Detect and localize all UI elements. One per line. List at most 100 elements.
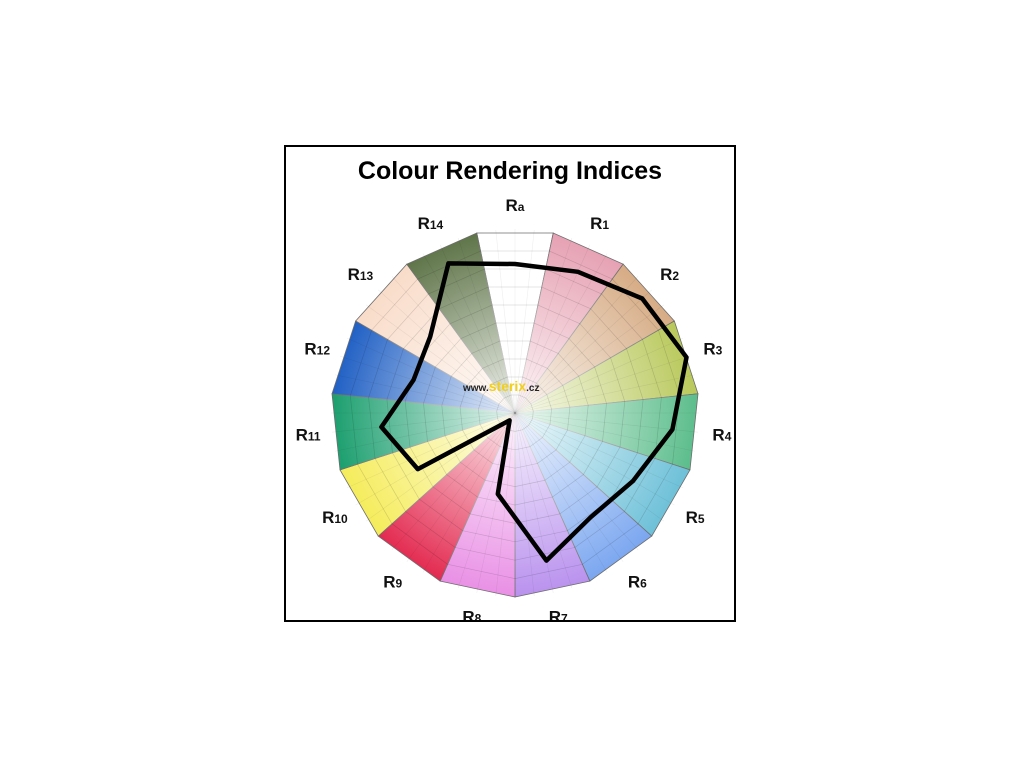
grid-ring [541, 286, 591, 310]
axis-label-R14: R14 [418, 214, 444, 233]
grid-spoke [514, 412, 554, 594]
grid-ring [582, 523, 639, 565]
series-line [379, 261, 689, 563]
grid-ring [499, 446, 516, 451]
data-point-R2 [640, 297, 644, 300]
grid-spoke [346, 337, 516, 414]
grid-ring [478, 409, 481, 425]
grid-ring [432, 486, 471, 515]
grid-spoke [514, 412, 665, 522]
grid-ring [596, 446, 621, 488]
grid-ring [447, 563, 516, 579]
grid-ring [562, 385, 571, 408]
grid-ring [439, 286, 489, 310]
grid-ring [537, 304, 581, 324]
grid-ring [557, 353, 580, 377]
grid-ring [460, 322, 497, 339]
grid-ring [610, 357, 626, 402]
data-point-R1 [576, 270, 580, 274]
grid-spoke [422, 253, 516, 414]
grid-ring [549, 409, 552, 425]
grid-spoke [439, 244, 516, 414]
grid-spoke [378, 289, 516, 414]
grid-ring [545, 268, 602, 295]
grid-ring [470, 513, 516, 524]
grid-spoke [495, 229, 516, 414]
grid-ring [482, 382, 494, 395]
grid-spoke [514, 412, 535, 597]
grid-ring [578, 376, 589, 406]
grid-spoke [514, 412, 684, 489]
data-point-R6 [589, 515, 593, 519]
grid-ring [530, 403, 534, 412]
axis-label-R8: R8 [462, 608, 481, 621]
data-point-R3 [685, 355, 688, 359]
grid-spoke [514, 412, 675, 506]
grid-spoke [514, 412, 573, 589]
grid-ring [479, 424, 488, 438]
chart-title: Colour Rendering Indices [357, 157, 663, 185]
grid-ring [544, 461, 570, 481]
grid-ring [537, 449, 557, 464]
axis-label-R7: R7 [549, 608, 568, 621]
grid-ring [514, 530, 568, 543]
grid-spoke [346, 412, 516, 489]
grid-ring [478, 394, 484, 410]
grid-ring [584, 405, 589, 436]
data-point-R4 [670, 428, 674, 431]
grid-ring [555, 429, 568, 451]
data-point-Ra [513, 262, 517, 266]
axis-label-R6: R6 [628, 572, 647, 591]
grid-ring [568, 338, 595, 368]
grid-spoke [422, 412, 516, 573]
grid-ring [462, 530, 516, 543]
grid-ring [459, 407, 463, 431]
grid-ring [514, 429, 523, 432]
grid-ring [368, 397, 376, 459]
axis-label-R12: R12 [304, 340, 330, 359]
grid-spoke [514, 253, 608, 414]
grid-ring [357, 463, 393, 524]
grid-spoke [331, 412, 516, 433]
grid-ring [349, 330, 372, 396]
grid-ring [387, 293, 429, 340]
grid-spoke [514, 374, 696, 414]
grid-ring [459, 385, 468, 408]
grid-ring [574, 511, 625, 548]
grid-ring [386, 399, 393, 453]
grid-ring [658, 330, 681, 396]
grid-ring [498, 397, 505, 405]
grid-ring [590, 308, 627, 349]
grid-ring [583, 441, 603, 475]
grid-ring [532, 411, 534, 419]
grid-spoke [514, 355, 691, 414]
data-point-R13 [428, 335, 432, 339]
grid-ring [642, 339, 662, 398]
data-points [379, 261, 688, 563]
grid-ring [530, 340, 559, 354]
grid-ring [392, 452, 420, 500]
grid-spoke [406, 412, 516, 563]
grid-spoke [391, 276, 516, 414]
grid-ring [466, 368, 483, 386]
grid-spoke [514, 337, 684, 414]
axis-label-R10: R10 [322, 508, 348, 527]
grid-spoke [514, 412, 699, 433]
grid-ring [514, 496, 553, 506]
grid-ring [493, 376, 508, 384]
grid-ring [619, 401, 626, 448]
grid-ring [542, 424, 551, 438]
grid-spoke [334, 412, 516, 452]
grid-ring [371, 278, 418, 331]
grid-ring [487, 437, 501, 447]
grid-ring [546, 394, 552, 410]
grid-ring [637, 399, 644, 453]
grid-ring [423, 403, 428, 442]
axis-label-R2: R2 [660, 265, 679, 284]
grid-ring [624, 458, 656, 512]
grid-ring [449, 304, 493, 324]
grid-ring [514, 513, 560, 524]
radar-chart: RaR1R2R3R4R5R6R7R8R9R10R11R12R13R14www.s… [296, 196, 732, 621]
grid-ring [460, 461, 486, 481]
